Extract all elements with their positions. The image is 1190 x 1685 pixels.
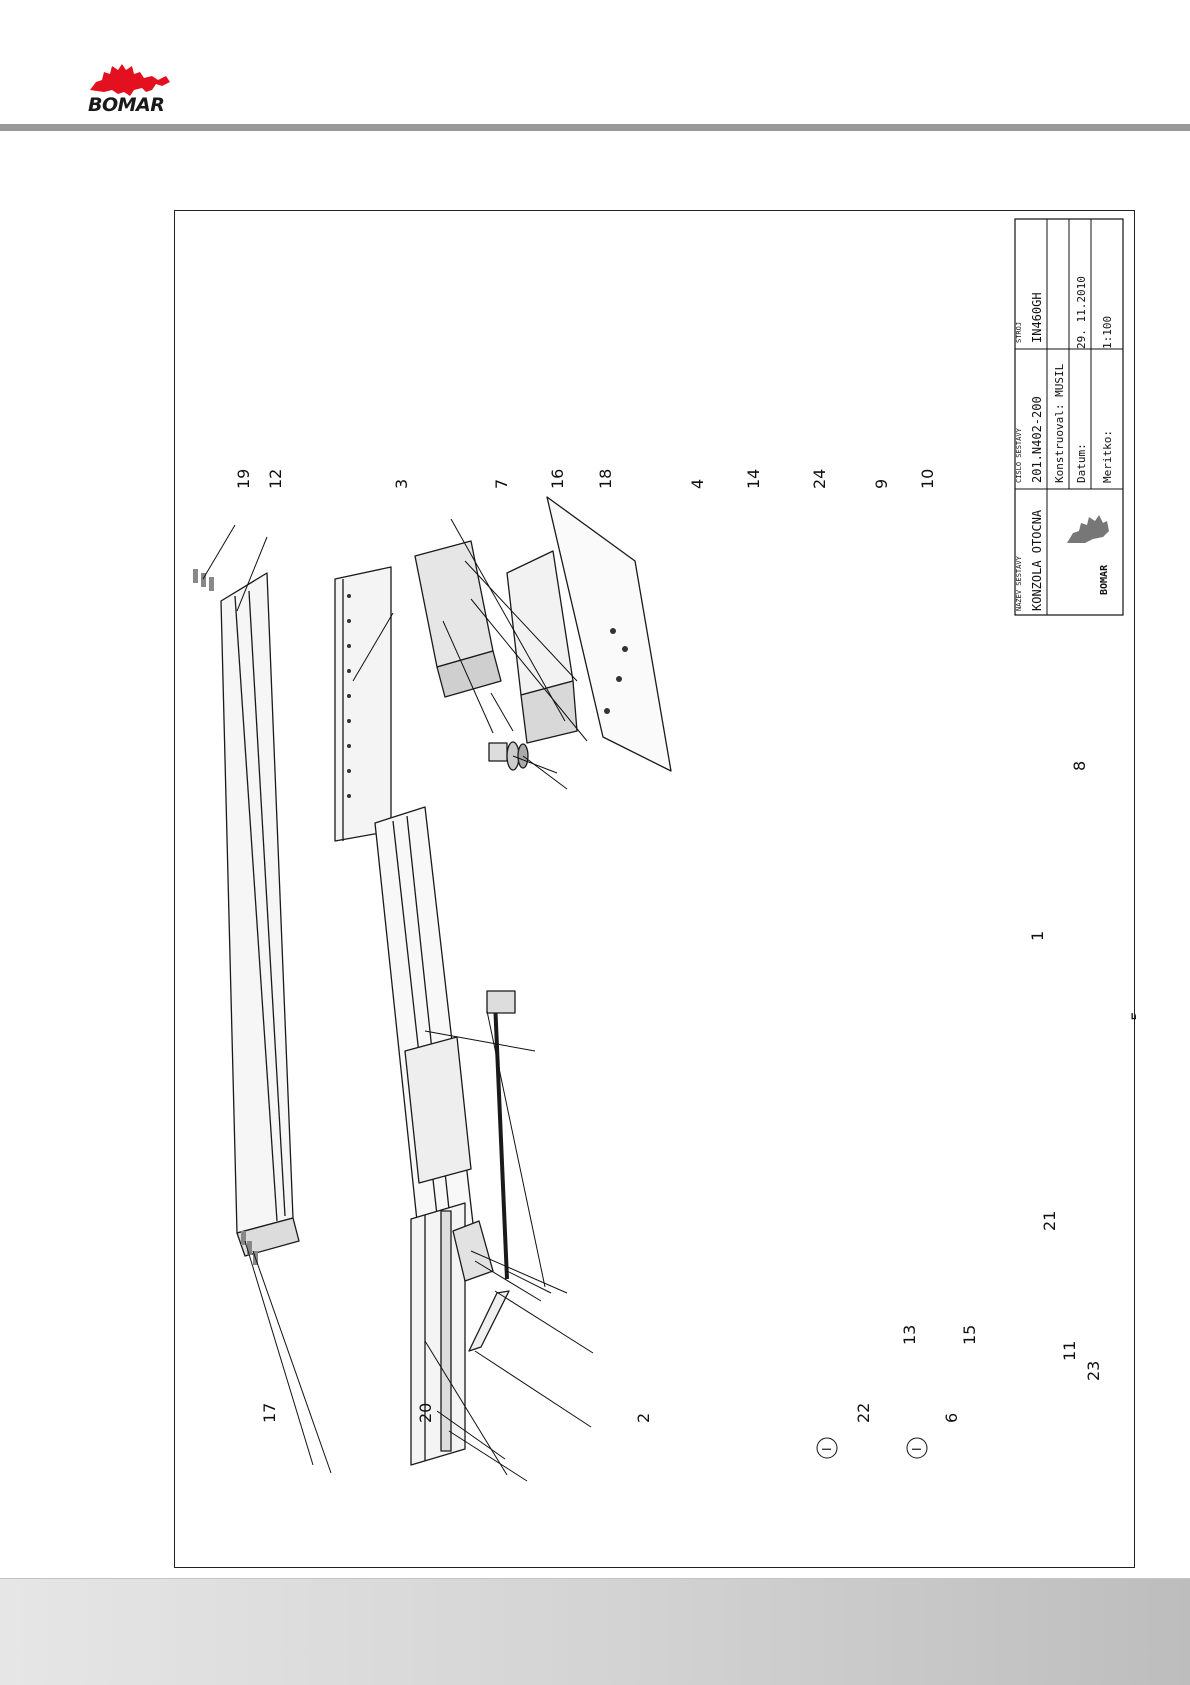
- handle-part: [469, 1291, 509, 1351]
- callout-13: 13: [900, 1325, 919, 1345]
- callout-17: 17: [260, 1403, 279, 1423]
- callout-14: 14: [744, 469, 763, 489]
- logo-text: BOMAR: [88, 94, 164, 116]
- callout-8: 8: [1070, 761, 1089, 771]
- callout-1: 1: [1028, 931, 1047, 941]
- title-block: NAZEV SESTAVY KONZOLA OTOCNA CISLO SESTA…: [1015, 219, 1123, 615]
- footer-band: [0, 1578, 1190, 1685]
- callout-11: 11: [1060, 1341, 1079, 1361]
- circled-mark-2: I: [910, 1447, 924, 1451]
- main-body-part: [375, 807, 475, 1259]
- callout-7: 7: [492, 479, 511, 489]
- callout-15: 15: [960, 1325, 979, 1345]
- bearing-part: [489, 743, 507, 761]
- machine-caption: STROJ: [1015, 322, 1023, 343]
- callout-16: 16: [548, 469, 567, 489]
- callout-12: 12: [266, 469, 285, 489]
- head-block-part: [415, 541, 493, 667]
- name-caption: NAZEV SESTAVY: [1015, 555, 1023, 611]
- exploded-assembly-drawing: 19 12 3 7 16 18 4 14 24 9 10 8 1 5 21 11…: [175, 211, 1136, 1569]
- scale-value: 1:100: [1101, 316, 1114, 349]
- number-value: 201.N402-200: [1030, 396, 1044, 483]
- callout-24: 24: [810, 469, 829, 489]
- callout-22: 22: [854, 1403, 873, 1423]
- title-block-logo-text: BOMAR: [1099, 564, 1110, 595]
- designer-label: Konstruoval: MUSIL: [1053, 363, 1066, 483]
- date-value: 29. 11.2010: [1075, 276, 1088, 349]
- callout-5: 5: [1128, 1011, 1136, 1021]
- bomar-logo: BOMAR: [82, 60, 182, 120]
- callout-23: 23: [1084, 1361, 1103, 1381]
- name-value: KONZOLA OTOCNA: [1030, 509, 1044, 611]
- top-beam-part: [221, 573, 293, 1233]
- callout-3: 3: [392, 479, 411, 489]
- scale-label: Meritko:: [1101, 430, 1114, 483]
- machine-value: IN460GH: [1030, 292, 1044, 343]
- date-label: Datum:: [1075, 443, 1088, 483]
- fastener-group-19: [193, 569, 214, 591]
- callout-4: 4: [688, 479, 707, 489]
- header-rule: [0, 124, 1190, 131]
- callout-19: 19: [234, 469, 253, 489]
- callout-21: 21: [1040, 1211, 1059, 1231]
- number-caption: CISLO SESTAVY: [1015, 427, 1023, 483]
- callout-9: 9: [872, 479, 891, 489]
- callout-20: 20: [416, 1403, 435, 1423]
- callout-10: 10: [918, 469, 937, 489]
- callout-6: 6: [942, 1413, 961, 1423]
- callout-2: 2: [634, 1413, 653, 1423]
- rod-bracket: [487, 991, 515, 1013]
- circled-mark-1: I: [820, 1447, 834, 1451]
- callout-18: 18: [596, 469, 615, 489]
- bottom-rod: [495, 1001, 507, 1279]
- drawing-frame: 19 12 3 7 16 18 4 14 24 9 10 8 1 5 21 11…: [174, 210, 1135, 1568]
- carrier-plate-part: [507, 551, 573, 695]
